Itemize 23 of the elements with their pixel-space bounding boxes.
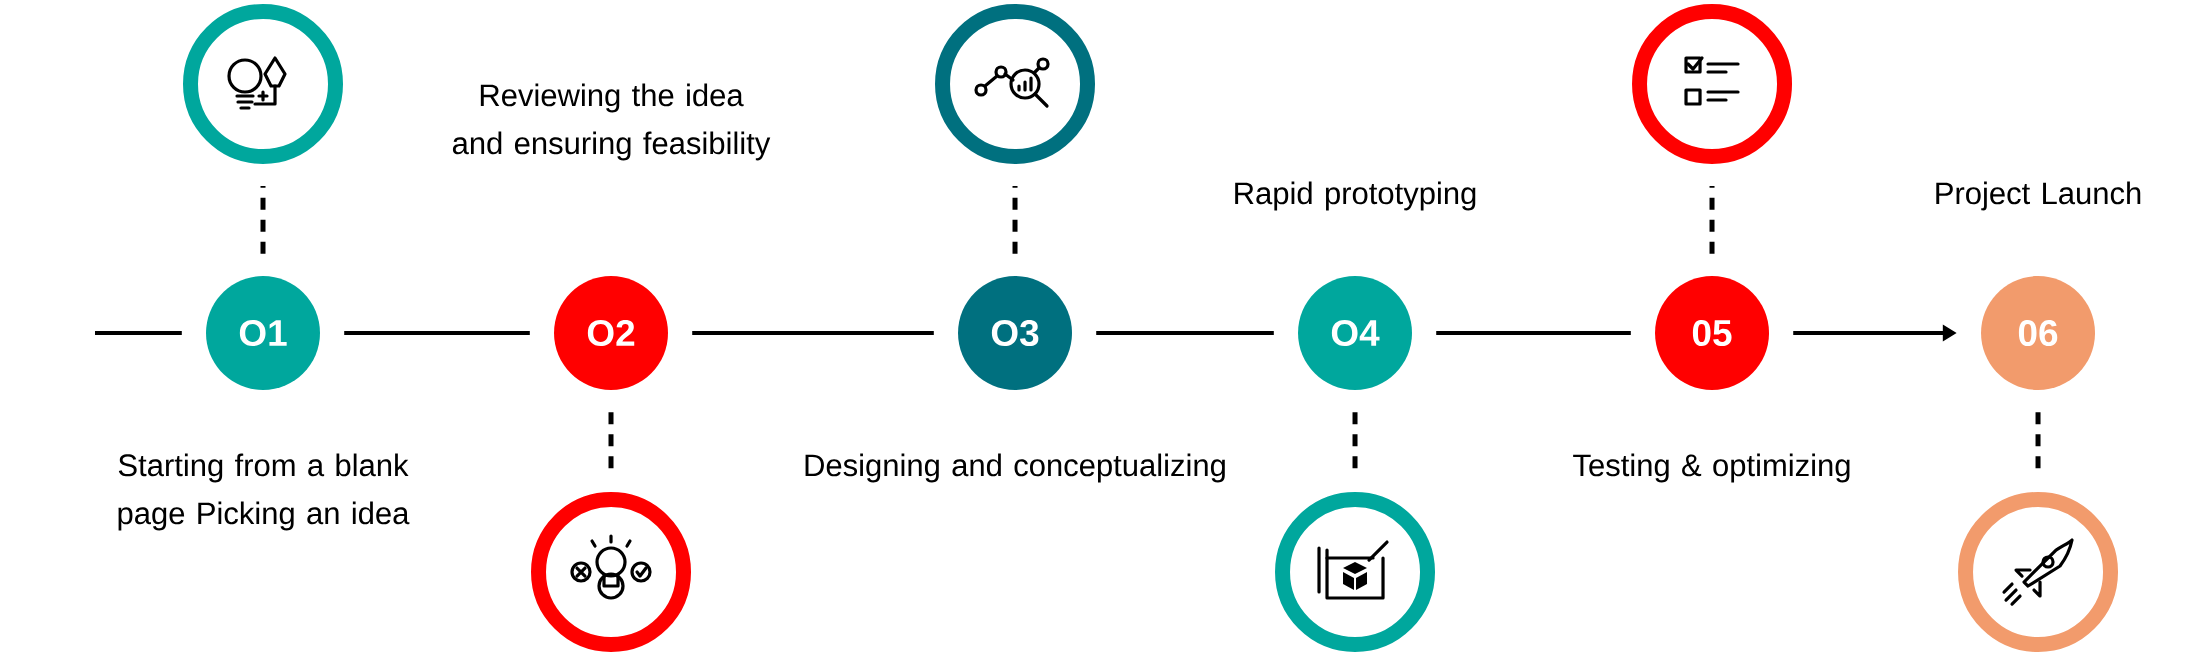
step-label: Designing and conceptualizing: [805, 453, 1225, 483]
dashed-connector: [1352, 412, 1358, 470]
connector-line: [95, 331, 182, 335]
dashed-connector: [1012, 186, 1018, 254]
icon-ring: [935, 4, 1095, 164]
dashed-connector: [608, 412, 614, 470]
icon-ring: [1632, 4, 1792, 164]
step-label: Starting from a blank page Picking an idea: [118, 453, 410, 531]
icon-ring: [183, 4, 343, 164]
connector-line: [692, 331, 934, 335]
step-label: Project Launch: [1936, 181, 2141, 211]
step-label: Rapid prototyping: [1235, 181, 1476, 211]
dashed-connector: [2035, 412, 2041, 470]
icon-ring: [1275, 492, 1435, 652]
step-label: Testing & optimizing: [1573, 453, 1850, 483]
connector-line: [1436, 331, 1631, 335]
connector-line: [344, 331, 530, 335]
icon-ring: [1958, 492, 2119, 652]
dashed-connector: [1709, 186, 1715, 254]
dashed-connector: [260, 186, 266, 254]
connector-line: [1096, 331, 1274, 335]
icon-ring: [531, 492, 691, 652]
step-label: Reviewing the idea and ensuring feasibility: [452, 83, 771, 161]
